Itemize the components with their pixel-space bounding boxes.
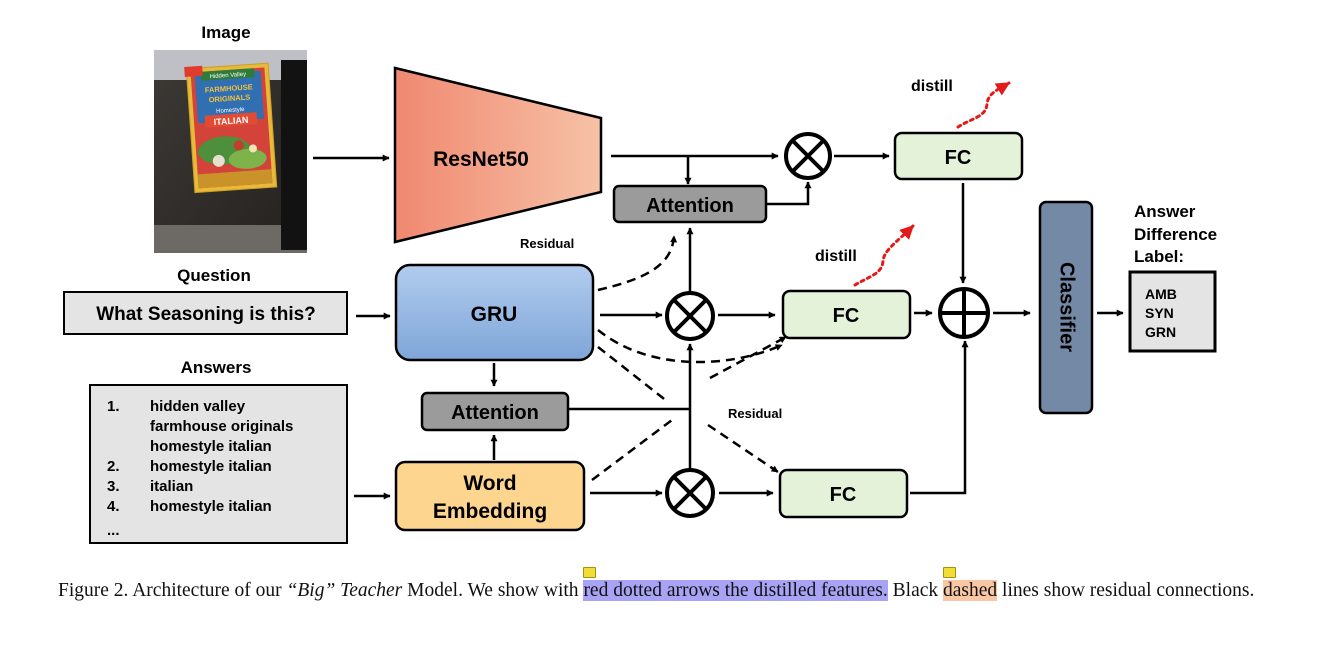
arrow-attention-to-mult-top xyxy=(767,181,812,206)
residual-gru-to-attention-top xyxy=(597,235,678,292)
distill-middle-label: distill xyxy=(815,248,857,265)
distill-arrow-middle xyxy=(853,224,915,287)
photo-line4: ITALIAN xyxy=(213,115,248,127)
multiply-top-node xyxy=(784,132,832,180)
arrow-fc-bot-to-sum xyxy=(910,340,969,495)
answer-text: homestyle italian xyxy=(150,438,272,455)
multiply-bottom-node xyxy=(665,468,715,518)
image-title: Image xyxy=(201,23,250,42)
caption-italic: “Big” Teacher xyxy=(286,580,403,601)
caption-suffix: lines show residual connections. xyxy=(997,580,1255,601)
answers-title: Answers xyxy=(181,358,252,377)
answer-number: ... xyxy=(107,522,120,539)
residual-bottom-label: Residual xyxy=(728,406,782,421)
caption-highlight-dashed: dashed xyxy=(943,580,998,601)
classifier-block xyxy=(1038,200,1094,415)
distill-arrow-top xyxy=(956,81,1011,129)
answers-box xyxy=(89,384,348,544)
residual-gru-to-center xyxy=(597,346,669,403)
answer-label-2: Difference xyxy=(1134,225,1217,244)
answer-number: 4. xyxy=(107,498,120,515)
label-box xyxy=(1128,270,1217,353)
question-text: What Seasoning is this? xyxy=(96,304,316,325)
attention-top-label: Attention xyxy=(646,195,734,217)
answer-text: italian xyxy=(150,478,193,495)
answer-label-3: Label: xyxy=(1134,247,1184,266)
attention-top-block xyxy=(612,184,768,224)
distill-top-label: distill xyxy=(911,78,953,95)
fc-middle-block xyxy=(781,289,912,340)
answer-number: 2. xyxy=(107,458,120,475)
residual-embedding-to-center xyxy=(591,419,673,481)
architecture-diagram: Image Hidden Valley FARMHOUSE ORIGINALS … xyxy=(63,23,1217,544)
question-box xyxy=(63,291,348,335)
residual-center-to-fc-bot xyxy=(707,423,779,474)
answer-text: farmhouse originals xyxy=(150,418,293,435)
gru-block xyxy=(394,263,595,362)
fc-middle-label: FC xyxy=(833,305,860,327)
annotation-note-icon-2[interactable] xyxy=(943,567,956,578)
gru-label: GRU xyxy=(471,303,518,326)
photo-line1: FARMHOUSE xyxy=(205,82,253,94)
resnet-label: ResNet50 xyxy=(433,148,529,171)
photo-line2: ORIGINALS xyxy=(208,93,250,105)
caption-highlight-distill: red dotted arrows the distilled features… xyxy=(583,580,888,601)
caption-mid: Model. We show with xyxy=(402,580,584,601)
residual-top-label: Residual xyxy=(520,236,574,251)
word-embedding-block xyxy=(394,460,586,532)
label-amb: AMB xyxy=(1145,286,1177,302)
residual-gru-to-fc-mid xyxy=(597,329,783,364)
figure-caption: Figure 2. Architecture of our “Big” Teac… xyxy=(58,567,1258,604)
attention-bottom-label: Attention xyxy=(451,402,539,424)
answer-text: homestyle italian xyxy=(150,458,272,475)
seasoning-photo: Hidden Valley FARMHOUSE ORIGINALS Homest… xyxy=(154,50,307,253)
answers-list: 1. hidden valley farmhouse originals homest… xyxy=(107,398,293,539)
word-embedding-label-2: Embedding xyxy=(433,500,547,523)
answer-label-1: Answer xyxy=(1134,202,1196,221)
fc-top-block xyxy=(893,131,1024,181)
fc-bottom-block xyxy=(778,468,909,519)
label-syn: SYN xyxy=(1145,305,1174,321)
photo-line3: Homestyle xyxy=(216,107,245,115)
multiply-middle-node xyxy=(665,291,715,341)
attention-bottom-block xyxy=(420,391,570,432)
distill-arrows xyxy=(853,81,1011,287)
classifier-label: Classifier xyxy=(1056,262,1078,352)
label-grn: GRN xyxy=(1145,324,1176,340)
answer-text: hidden valley xyxy=(150,398,246,415)
photo-brand: Hidden Valley xyxy=(209,72,246,81)
question-title: Question xyxy=(177,266,251,285)
caption-prefix: Figure 2. Architecture of our xyxy=(58,580,287,601)
fc-bottom-label: FC xyxy=(830,484,857,506)
answer-number: 3. xyxy=(107,478,120,495)
answer-text: homestyle italian xyxy=(150,498,272,515)
fc-top-label: FC xyxy=(945,147,972,169)
sum-node xyxy=(938,287,990,339)
answer-number: 1. xyxy=(107,398,120,415)
residual-connections xyxy=(591,235,787,481)
annotation-note-icon[interactable] xyxy=(583,567,597,578)
caption-mid2: Black xyxy=(887,580,943,601)
solid-connections xyxy=(313,152,1124,500)
resnet-block xyxy=(393,66,603,244)
word-embedding-label-1: Word xyxy=(463,472,516,495)
